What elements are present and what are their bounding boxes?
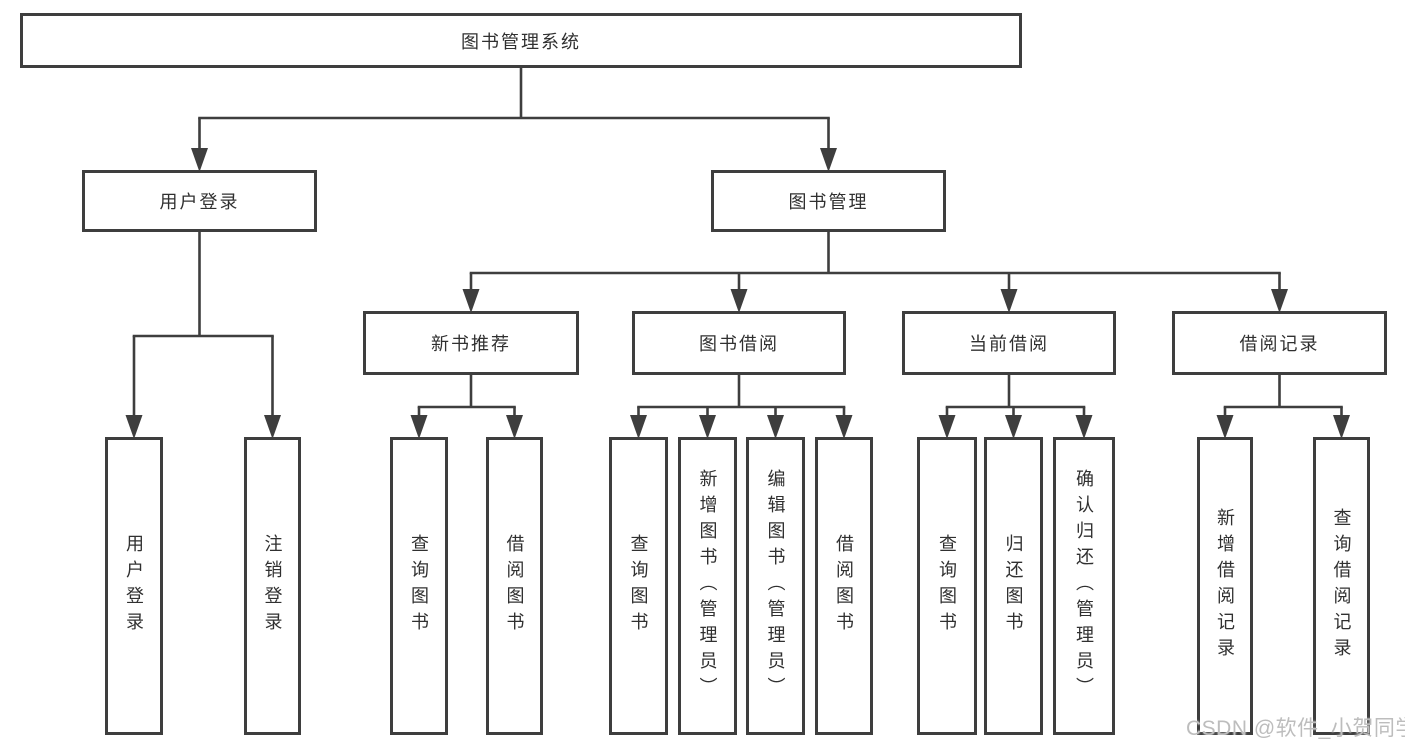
node-leaf-query-book-3: 查询图书 <box>917 437 977 735</box>
node-leaf-edit-book-admin: 编辑图书（管理员） <box>746 437 805 735</box>
node-leaf-borrow-book-1: 借阅图书 <box>486 437 543 735</box>
node-leaf-confirm-return-admin: 确认归还（管理员） <box>1053 437 1115 735</box>
node-borrowing-records: 借阅记录 <box>1172 311 1387 375</box>
node-leaf-borrow-book-2: 借阅图书 <box>815 437 873 735</box>
node-book-borrowing: 图书借阅 <box>632 311 846 375</box>
node-current-borrowing: 当前借阅 <box>902 311 1116 375</box>
node-leaf-add-borrow-record: 新增借阅记录 <box>1197 437 1253 735</box>
node-leaf-query-book-2: 查询图书 <box>609 437 668 735</box>
node-leaf-query-book-1: 查询图书 <box>390 437 448 735</box>
node-leaf-add-book-admin: 新增图书（管理员） <box>678 437 737 735</box>
node-book-management: 图书管理 <box>711 170 946 232</box>
node-leaf-user-login: 用户登录 <box>105 437 163 735</box>
node-leaf-logout: 注销登录 <box>244 437 301 735</box>
node-leaf-query-borrow-record: 查询借阅记录 <box>1313 437 1370 735</box>
node-new-book-recommend: 新书推荐 <box>363 311 579 375</box>
node-root: 图书管理系统 <box>20 13 1022 68</box>
node-leaf-return-book: 归还图书 <box>984 437 1043 735</box>
watermark: CSDN @软件_小贺同学 <box>1186 717 1405 740</box>
node-user-login: 用户登录 <box>82 170 317 232</box>
